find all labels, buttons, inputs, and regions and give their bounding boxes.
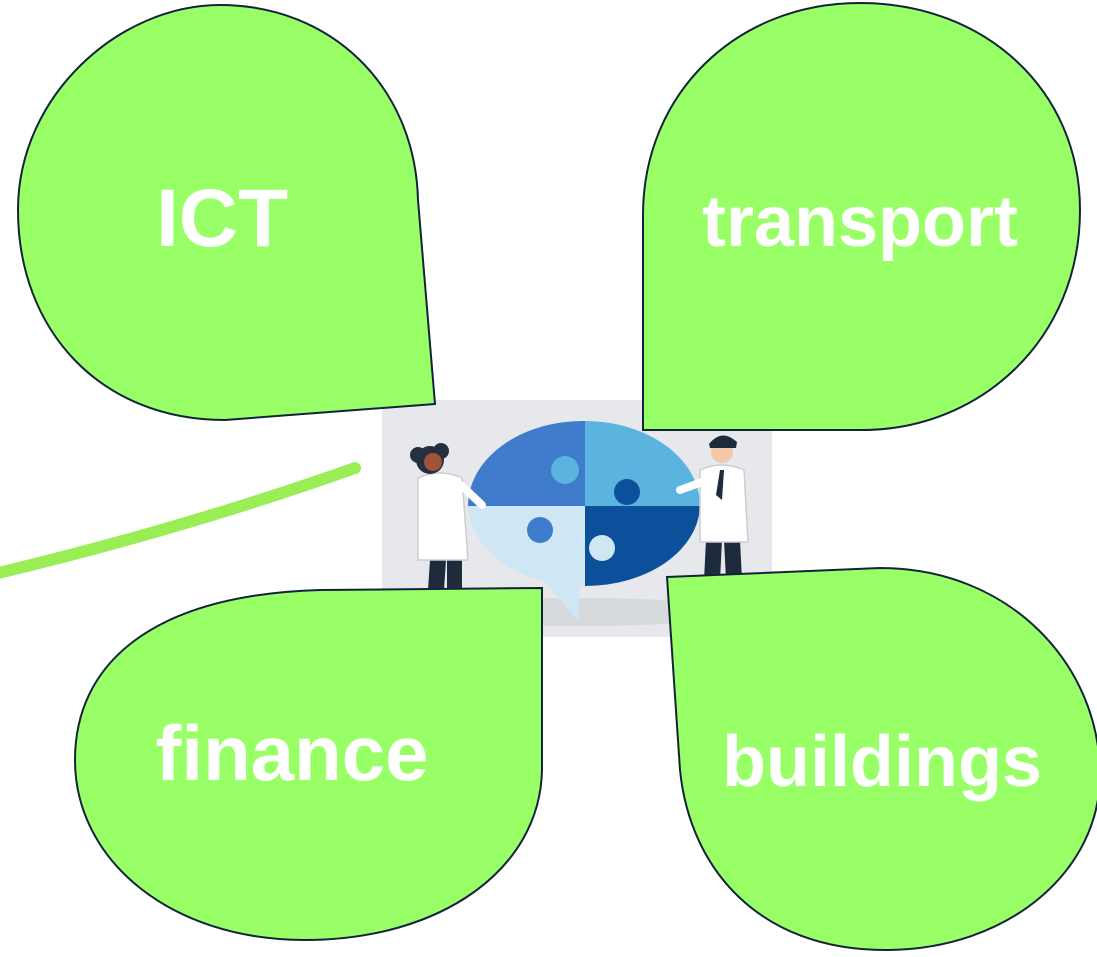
puzzle-knob [551, 456, 579, 484]
finance-petal: finance [73, 586, 543, 942]
buildings-petal-label: buildings [722, 722, 1042, 802]
puzzle-knob [589, 535, 615, 561]
man-figure [676, 435, 749, 580]
transport-petal: transport [642, 1, 1082, 431]
finance-petal-shape [73, 586, 543, 942]
buildings-petal: buildings [665, 566, 1097, 952]
puzzle-piece-top-left [468, 420, 585, 506]
woman-figure [410, 443, 486, 590]
finance-petal-label: finance [155, 709, 428, 797]
ict-petal-label: ICT [156, 173, 288, 264]
puzzle-knob [527, 517, 553, 543]
transport-petal-label: transport [702, 182, 1018, 262]
ict-petal: ICT [16, 3, 437, 422]
puzzle-piece-top-right [585, 421, 700, 506]
puzzle-knob [614, 479, 640, 505]
puzzle-piece-bottom-right [585, 506, 700, 586]
buildings-petal-shape [665, 566, 1097, 952]
connector-line [0, 462, 361, 579]
puzzle-piece-bottom-left [468, 506, 585, 587]
ict-petal-shape [16, 3, 437, 422]
transport-petal-shape [642, 1, 1082, 431]
